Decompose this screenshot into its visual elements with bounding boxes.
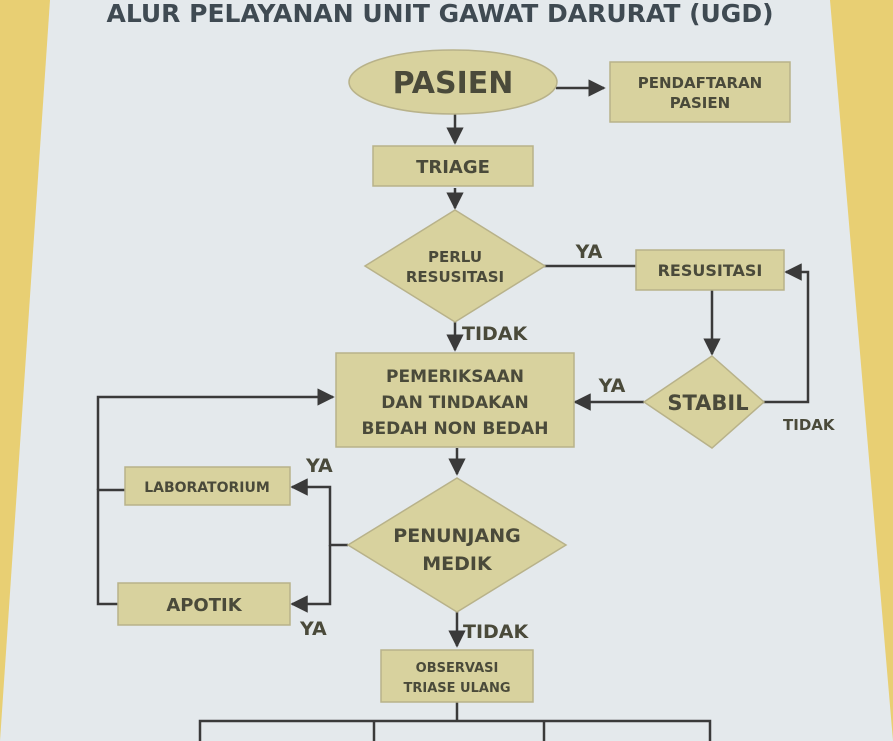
edge-labels: YA TIDAK YA TIDAK YA YA TIDAK — [299, 241, 836, 643]
node-penunjang-line2: MEDIK — [422, 553, 493, 575]
edge-stabil-resusitasi — [760, 263, 810, 404]
node-pendaftaran-line1: PENDAFTARAN — [638, 74, 763, 92]
node-observasi-line2: TRIASE ULANG — [404, 681, 511, 696]
edge-observasi-branches — [198, 719, 712, 741]
node-pemeriksaan-line2: DAN TINDAKAN — [381, 393, 528, 413]
node-laboratorium-label: LABORATORIUM — [144, 480, 270, 496]
node-laboratorium: LABORATORIUM — [124, 466, 291, 506]
node-penunjang: PENUNJANG MEDIK — [346, 477, 568, 613]
node-perlu-line2: RESUSITASI — [406, 268, 504, 286]
label-tidak-stabil: TIDAK — [783, 416, 836, 434]
edge-penunjang-apotik — [290, 545, 332, 613]
node-penunjang-line1: PENUNJANG — [393, 525, 520, 547]
node-resusitasi-label: RESUSITASI — [658, 261, 763, 280]
node-perlu-line1: PERLU — [428, 248, 482, 266]
edge-penunjang-lab — [290, 478, 348, 547]
poster-title: ALUR PELAYANAN UNIT GAWAT DARURAT (UGD) — [106, 0, 773, 28]
label-ya-resusitasi: YA — [575, 241, 603, 263]
label-ya-lab: YA — [305, 455, 333, 477]
node-apotik: APOTIK — [117, 582, 291, 626]
node-observasi: OBSERVASI TRIASE ULANG — [380, 649, 534, 703]
node-pasien: PASIEN — [348, 49, 558, 115]
label-tidak-penunjang: TIDAK — [463, 621, 530, 643]
label-ya-stabil: YA — [598, 375, 626, 397]
node-pasien-label: PASIEN — [393, 66, 514, 101]
connectors — [96, 79, 810, 741]
edge-lab-apotik-loop — [96, 488, 125, 606]
node-pendaftaran-line2: PASIEN — [670, 94, 730, 112]
node-pendaftaran: PENDAFTARAN PASIEN — [609, 61, 791, 123]
node-apotik-label: APOTIK — [166, 595, 242, 616]
node-pemeriksaan: PEMERIKSAAN DAN TINDAKAN BEDAH NON BEDAH — [335, 352, 575, 448]
node-resusitasi: RESUSITASI — [635, 249, 785, 291]
edge-loop-pemeriksaan — [96, 388, 335, 490]
node-stabil-label: STABIL — [667, 391, 748, 415]
label-tidak-perlu: TIDAK — [462, 323, 529, 345]
node-observasi-line1: OBSERVASI — [416, 661, 499, 676]
node-perlu-resusitasi: PERLU RESUSITASI — [363, 209, 547, 323]
node-pemeriksaan-line1: PEMERIKSAAN — [386, 367, 524, 387]
node-triage: TRIAGE — [372, 145, 534, 187]
node-triage-label: TRIAGE — [416, 157, 490, 178]
node-pemeriksaan-line3: BEDAH NON BEDAH — [362, 419, 549, 439]
label-ya-apotik: YA — [299, 618, 327, 640]
node-stabil: STABIL — [642, 355, 766, 449]
